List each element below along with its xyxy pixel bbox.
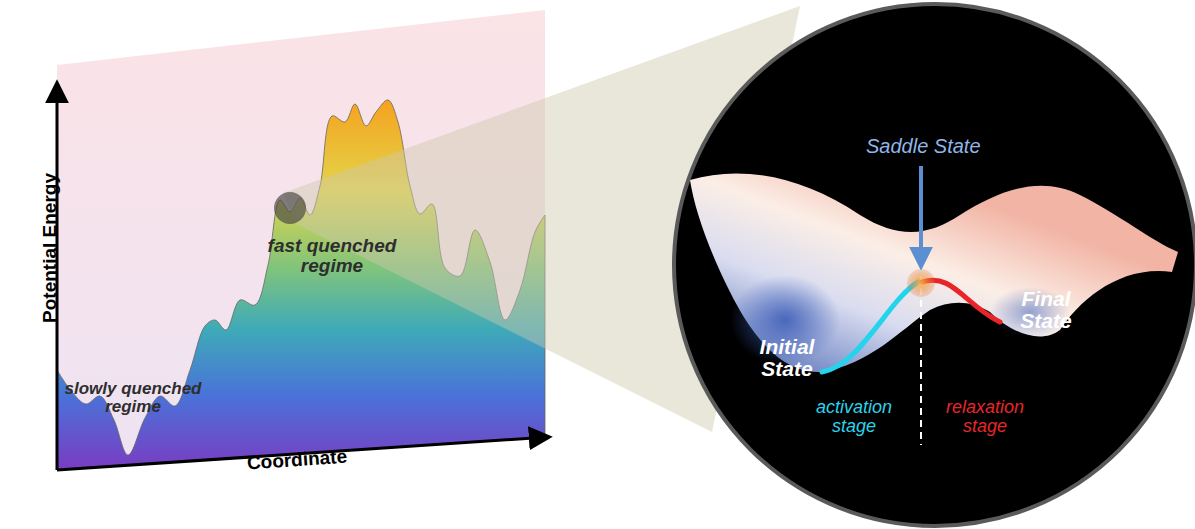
state-label: Saddle State	[866, 136, 996, 157]
zoom-circle	[674, 4, 1195, 526]
stage-label: activation stage	[795, 398, 913, 436]
activation-path	[822, 282, 918, 372]
stage-label: relaxation stage	[930, 398, 1040, 436]
state-label: Initial State	[742, 336, 832, 380]
regime-label: slowly quenched regime	[58, 380, 208, 416]
saddle-pointer	[919, 166, 923, 266]
axis-label: Potential Energy	[40, 153, 60, 343]
state-label: Final State	[1004, 288, 1088, 332]
axis-label: Coordinate	[231, 445, 362, 474]
zoom-spot	[274, 192, 306, 224]
saddle-point	[907, 269, 935, 297]
regime-label: fast quenched regime	[262, 236, 402, 276]
